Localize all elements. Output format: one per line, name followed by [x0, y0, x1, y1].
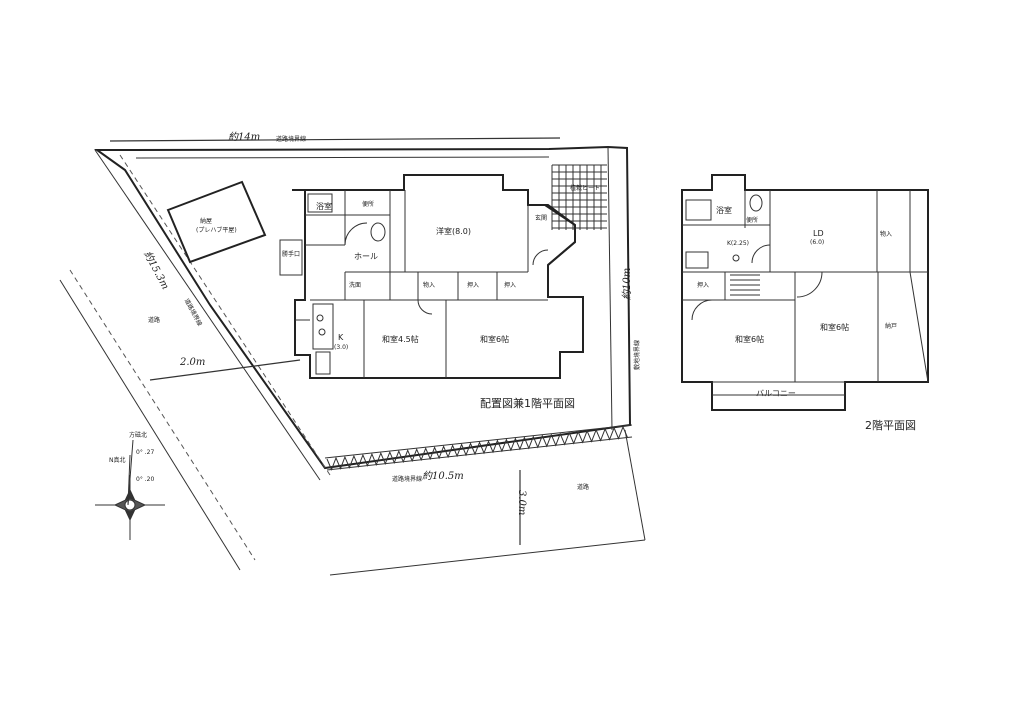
floor2-title: 2階平面図 [865, 419, 916, 432]
f2-nando: 納戸 [885, 323, 898, 330]
planting-label: 植栽ヒート [570, 185, 601, 192]
fence-zigzag-path [326, 425, 628, 471]
f1-bath: 浴室 [316, 202, 332, 211]
site-bottom-length: 約10.5m [422, 471, 464, 482]
f2-japanese-a: 和室6帖 [735, 335, 765, 344]
site-top-length: 約14m [228, 132, 261, 143]
compass-true: N真北 [109, 457, 126, 464]
road-bottom-width: 3.0m [516, 490, 527, 516]
f2-toilet: 便所 [746, 217, 759, 224]
bathtub-2f [685, 199, 712, 221]
f1-storage: 物入 [423, 282, 436, 289]
left-road-boundary [119, 154, 331, 476]
bottom-fence [324, 424, 633, 471]
road-left [59, 279, 241, 571]
site-right-length: 約10m [622, 267, 633, 300]
road-left-width: 2.0m [180, 357, 206, 368]
f2-balcony: バルコニー [756, 389, 796, 398]
f1-entrance: 玄関 [535, 215, 548, 222]
toilet-2f [749, 194, 763, 212]
planting-grid [551, 164, 607, 230]
f1-hall: ホール [354, 252, 378, 261]
f1-washroom: 洗面 [349, 282, 362, 289]
f2-bath: 浴室 [716, 206, 732, 215]
f1-toilet: 便所 [362, 201, 375, 208]
bathtub-1f [307, 193, 333, 213]
f2-ld: LD [813, 229, 824, 238]
compass-magnetic: 方磁北 [129, 432, 148, 439]
f1-japanese-a: 和室4.5帖 [382, 335, 419, 344]
f1-japanese-b: 和室6帖 [480, 335, 510, 344]
floor1-outline [292, 174, 584, 379]
floor1-title: 配置図兼1階平面図 [480, 397, 575, 410]
road-bottom-label: 道路 [577, 484, 590, 491]
site-top-line [135, 156, 550, 159]
fence-zigzag [326, 425, 628, 471]
shed [166, 180, 267, 264]
road-bottom [329, 539, 646, 576]
site-top-boundary: 道路境界線 [276, 136, 307, 143]
f2-japanese-b: 和室6帖 [820, 323, 850, 332]
f1-western: 洋室(8.0) [436, 227, 471, 236]
f2-closet: 押入 [697, 282, 710, 289]
f2-ld-size: (6.0) [810, 239, 825, 246]
compass-angle-a: 0° .27 [136, 449, 155, 456]
f1-closet-b: 押入 [504, 282, 517, 289]
f1-k-size: (3.0) [334, 344, 349, 351]
f2-kitchen: K(2.25) [727, 240, 749, 247]
compass-rose [95, 439, 165, 540]
toilet-1f [370, 222, 386, 242]
f2-storage: 物入 [880, 231, 893, 238]
f1-closet-a: 押入 [467, 282, 480, 289]
shed-label: 納屋 [200, 218, 213, 225]
f1-backdoor: 勝手口 [282, 251, 301, 258]
shed-sub: (プレハブ平屋) [196, 227, 237, 234]
site-boundary [93, 145, 632, 470]
f1-k: K [338, 333, 344, 342]
site-right-boundary: 敷地境界線 [634, 339, 641, 370]
road-left-label: 道路 [148, 317, 161, 324]
site-bottom-boundary: 道路境界線 [392, 476, 423, 483]
compass-angle-b: 0° .20 [136, 476, 155, 483]
